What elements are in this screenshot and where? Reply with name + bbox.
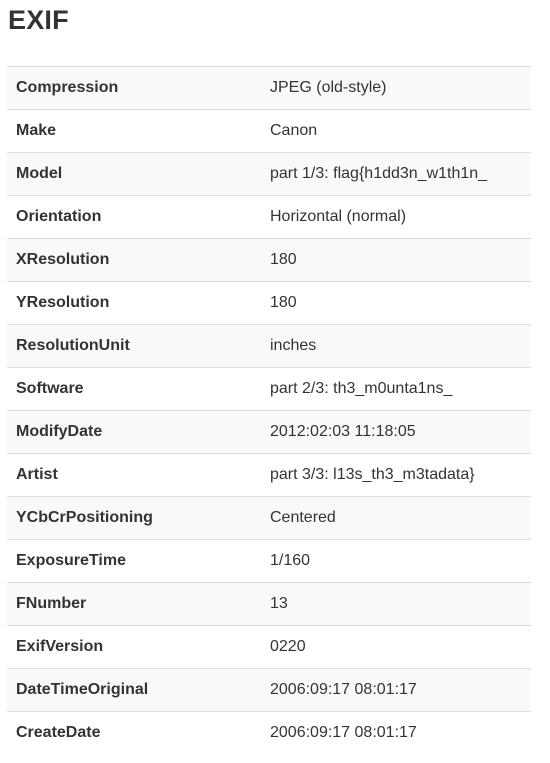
exif-key: Software <box>7 367 261 411</box>
exif-table-body: Compression JPEG (old-style) Make Canon … <box>7 66 531 755</box>
table-row-fnumber: FNumber 13 <box>7 582 531 626</box>
exif-value: 13 <box>261 582 531 626</box>
exif-key: Compression <box>7 66 261 110</box>
exif-key: XResolution <box>7 238 261 282</box>
table-row-orientation: Orientation Horizontal (normal) <box>7 195 531 239</box>
exif-key: ResolutionUnit <box>7 324 261 368</box>
table-row-datetimeoriginal: DateTimeOriginal 2006:09:17 08:01:17 <box>7 668 531 712</box>
table-row-model: Model part 1/3: flag{h1dd3n_w1th1n_ <box>7 152 531 196</box>
exif-value: 2006:09:17 08:01:17 <box>261 711 531 755</box>
exif-key: ExposureTime <box>7 539 261 583</box>
table-row-modifydate: ModifyDate 2012:02:03 11:18:05 <box>7 410 531 454</box>
exif-key: YResolution <box>7 281 261 325</box>
table-row-yresolution: YResolution 180 <box>7 281 531 325</box>
exif-value: Centered <box>261 496 531 540</box>
exif-key: CreateDate <box>7 711 261 755</box>
table-row-exposuretime: ExposureTime 1/160 <box>7 539 531 583</box>
exif-value: 2006:09:17 08:01:17 <box>261 668 531 712</box>
table-row-exifversion: ExifVersion 0220 <box>7 625 531 669</box>
exif-value: 180 <box>261 281 531 325</box>
table-row-compression: Compression JPEG (old-style) <box>7 66 531 110</box>
table-row-artist: Artist part 3/3: l13s_th3_m3tadata} <box>7 453 531 497</box>
table-row-xresolution: XResolution 180 <box>7 238 531 282</box>
exif-key: ExifVersion <box>7 625 261 669</box>
exif-key: FNumber <box>7 582 261 626</box>
exif-value: 2012:02:03 11:18:05 <box>261 410 531 454</box>
exif-value: part 3/3: l13s_th3_m3tadata} <box>261 453 531 497</box>
exif-value: Horizontal (normal) <box>261 195 531 239</box>
section-title: EXIF <box>8 5 69 35</box>
exif-key: YCbCrPositioning <box>7 496 261 540</box>
exif-key: DateTimeOriginal <box>7 668 261 712</box>
exif-value: inches <box>261 324 531 368</box>
exif-value: Canon <box>261 109 531 153</box>
exif-key: Artist <box>7 453 261 497</box>
exif-key: Orientation <box>7 195 261 239</box>
exif-key: ModifyDate <box>7 410 261 454</box>
exif-value: 1/160 <box>261 539 531 583</box>
table-row-createdate: CreateDate 2006:09:17 08:01:17 <box>7 711 531 755</box>
exif-value: part 1/3: flag{h1dd3n_w1th1n_ <box>261 152 531 196</box>
table-row-software: Software part 2/3: th3_m0unta1ns_ <box>7 367 531 411</box>
exif-value: JPEG (old-style) <box>261 66 531 110</box>
exif-key: Model <box>7 152 261 196</box>
table-row-ycbcrpositioning: YCbCrPositioning Centered <box>7 496 531 540</box>
table-row-make: Make Canon <box>7 109 531 153</box>
exif-value: 180 <box>261 238 531 282</box>
exif-value: part 2/3: th3_m0unta1ns_ <box>261 367 531 411</box>
exif-key: Make <box>7 109 261 153</box>
table-row-resolutionunit: ResolutionUnit inches <box>7 324 531 368</box>
exif-table: Compression JPEG (old-style) Make Canon … <box>7 66 531 755</box>
exif-value: 0220 <box>261 625 531 669</box>
